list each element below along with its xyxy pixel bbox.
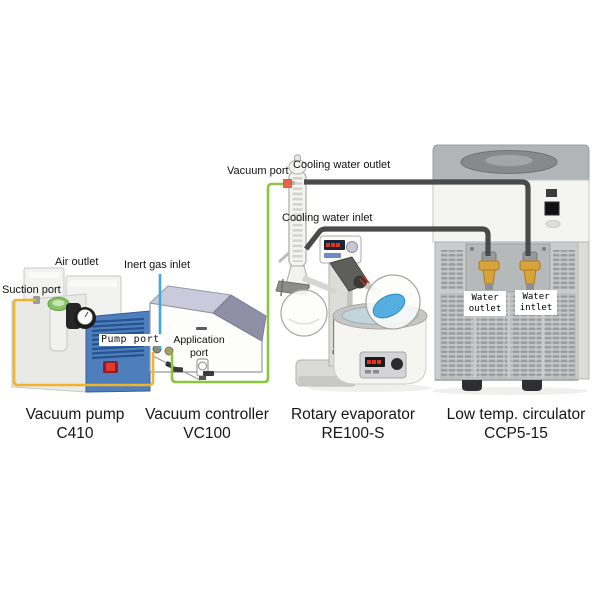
connection-lines <box>12 179 531 387</box>
water-outlet-fitting <box>478 251 500 290</box>
joint-red-rings <box>359 275 370 287</box>
flask-liquid <box>372 293 406 319</box>
cooling-water-outlet-tube <box>304 179 531 256</box>
cooling-water-inlet-tube <box>303 226 491 256</box>
sticker-water-inlet: Water intlet <box>515 290 557 315</box>
device-name: Vacuum pump <box>25 406 125 423</box>
rotary-evaporator-illustration <box>275 154 432 392</box>
circulator-side-face <box>577 241 590 380</box>
suction-line-yellow <box>12 298 155 387</box>
caption-low-temp-circulator: Low temp. circulator CCP5-15 <box>440 405 592 443</box>
vacuum-controller-illustration <box>149 285 267 381</box>
label-air-outlet: Air outlet <box>55 256 99 268</box>
controller-bevel <box>212 294 267 342</box>
circulator-foot-left <box>462 380 482 391</box>
vacuum-port-fitting <box>283 179 292 188</box>
caption-vacuum-pump: Vacuum pump C410 <box>8 405 142 443</box>
device-model: VC100 <box>183 425 231 442</box>
sticker-water-outlet: Water outlet <box>464 291 506 316</box>
circulator-lid-handle <box>484 154 534 167</box>
label-application-port: Application port <box>173 334 225 359</box>
circulator-display <box>544 201 560 216</box>
label-suction-port: Suction port <box>2 284 61 296</box>
vacuum-pump-illustration <box>11 267 151 393</box>
device-model: CCP5-15 <box>484 425 548 442</box>
device-name: Rotary evaporator <box>290 406 416 423</box>
controller-logo-dash <box>196 327 207 330</box>
application-port-fitting <box>164 346 174 356</box>
control-knob <box>346 241 358 253</box>
circulator-illustration <box>432 144 590 395</box>
bath-knob <box>391 358 403 370</box>
circulator-foot-right <box>522 380 542 391</box>
caption-vacuum-controller: Vacuum controller VC100 <box>137 405 277 443</box>
circulator-power-switch <box>546 189 557 197</box>
device-name: Low temp. circulator <box>446 406 586 423</box>
device-name: Vacuum controller <box>145 406 269 423</box>
circulator-logo <box>545 220 561 228</box>
device-model: RE100-S <box>321 425 385 442</box>
vacuum-line-green <box>170 182 283 384</box>
label-pump-port: Pump port <box>99 334 162 346</box>
label-inert-gas-inlet: Inert gas inlet <box>124 259 191 271</box>
circulator-shadow <box>432 387 588 395</box>
label-cooling-water-inlet: Cooling water inlet <box>282 212 373 224</box>
suction-port-fitting <box>33 296 40 304</box>
label-vacuum-port: Vacuum port <box>227 165 289 177</box>
receiving-flask <box>280 289 328 337</box>
controller-foot <box>171 366 184 373</box>
label-cooling-water-outlet: Cooling water outlet <box>293 159 391 171</box>
circulator-upper-panel <box>432 179 590 243</box>
pump-filter-cylinder <box>49 305 68 352</box>
device-model: C410 <box>56 425 94 442</box>
controller-foot <box>203 371 214 376</box>
caption-rotary-evaporator: Rotary evaporator RE100-S <box>283 405 423 443</box>
